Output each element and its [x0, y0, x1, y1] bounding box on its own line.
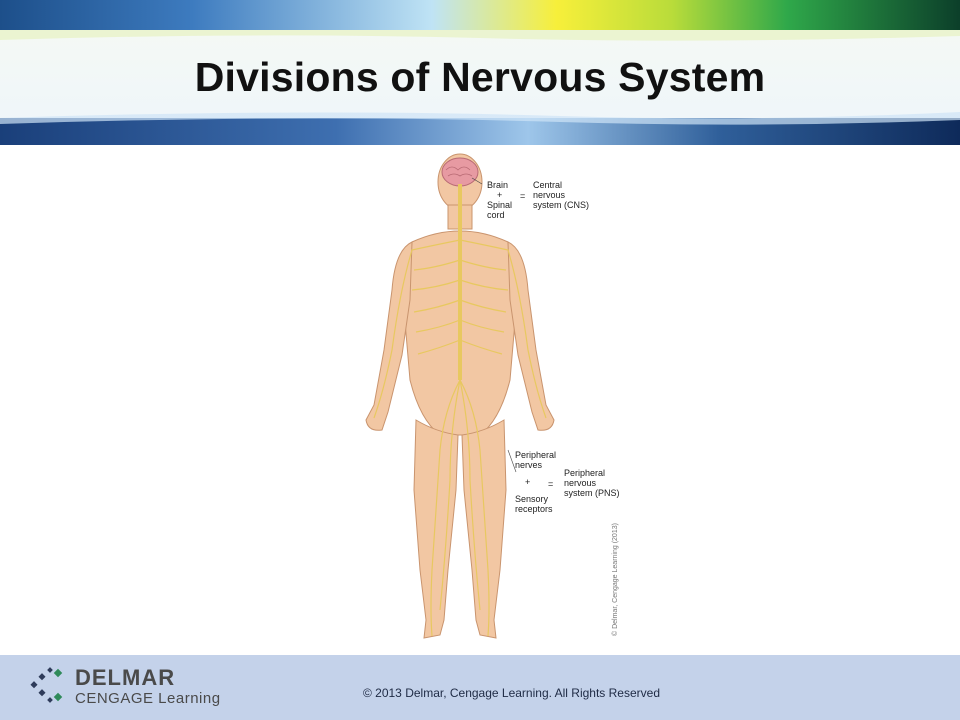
nervous-system-illustration	[340, 150, 640, 650]
spinal-label: Spinal	[487, 200, 513, 210]
logo-wordmark: DELMAR	[75, 665, 176, 690]
central-label: Central	[533, 180, 563, 190]
image-credit: © Delmar, Cengage Learning (2013)	[612, 523, 619, 636]
cord-label: cord	[487, 210, 505, 220]
nervous-label: nervous	[533, 190, 566, 200]
logo-subtitle: CENGAGE Learning	[75, 690, 221, 707]
peripheral-label: Peripheral	[515, 450, 557, 460]
cns-label: Brain + Spinal cord	[487, 180, 512, 220]
pns-label: Peripheral nerves + Sensory receptors	[515, 450, 556, 514]
copyright-notice: © 2013 Delmar, Cengage Learning. All Rig…	[362, 686, 660, 700]
nerves-label: nerves	[515, 460, 543, 470]
cns-equals: =	[520, 191, 526, 201]
delmar-logo	[28, 664, 228, 712]
header-banner	[0, 0, 960, 145]
pns-equals: =	[548, 479, 554, 489]
sensory-label: Sensory	[515, 494, 549, 504]
pns-result-label: Peripheral nervous system (PNS)	[564, 468, 620, 498]
footer-bar	[0, 655, 960, 720]
plus-sign: +	[525, 477, 531, 487]
peripheral-result-label: Peripheral	[564, 468, 606, 478]
cengage-mark-icon	[30, 667, 63, 703]
slide-title: Divisions of Nervous System	[194, 54, 766, 100]
brain-label: Brain	[487, 180, 509, 190]
nervous-label: nervous	[564, 478, 597, 488]
receptors-label: receptors	[515, 504, 553, 514]
plus-sign: +	[497, 190, 503, 200]
cns-result-label: Central nervous system (CNS)	[533, 180, 589, 210]
system-pns-label: system (PNS)	[564, 488, 620, 498]
system-cns-label: system (CNS)	[533, 200, 589, 210]
